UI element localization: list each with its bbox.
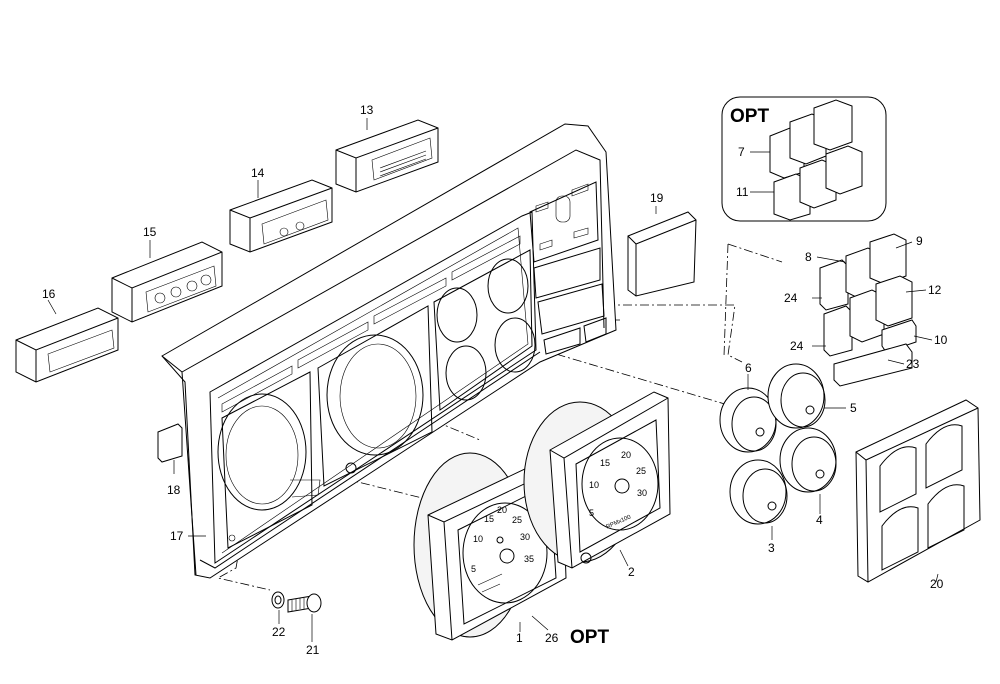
- callout-15: 15: [143, 225, 157, 239]
- gauge-3: [729, 459, 788, 525]
- speedo-tick-25: 25: [512, 515, 522, 525]
- callout-11: 11: [736, 185, 749, 199]
- callout-14: 14: [251, 166, 265, 180]
- callout-3: 3: [768, 541, 775, 555]
- callout-5: 5: [850, 401, 857, 415]
- callout-10: 10: [934, 333, 948, 347]
- gauge-5: [767, 363, 826, 429]
- speedo-tick-35: 35: [524, 554, 534, 564]
- speedo-tick-20: 20: [497, 505, 507, 515]
- gauge-bezel-20: [855, 399, 981, 583]
- callout-18: 18: [167, 483, 181, 497]
- switch-module-13: [335, 119, 439, 193]
- callout-24-lower: 24: [790, 339, 804, 353]
- opt-label-bottom: OPT: [570, 627, 609, 648]
- relay-block: [819, 233, 917, 387]
- tachometer: 5 10 15 20 25 30 RPMx100: [523, 391, 671, 569]
- callout-20: 20: [930, 577, 944, 591]
- callout-4: 4: [816, 513, 823, 527]
- speedo-tick-10: 10: [473, 534, 483, 544]
- callout-13: 13: [360, 103, 374, 117]
- speedo-tick-15: 15: [484, 514, 494, 524]
- cap-18: [157, 423, 183, 463]
- callout-12: 12: [928, 283, 942, 297]
- gauge-6: [719, 387, 777, 453]
- tacho-tick-15: 15: [600, 458, 610, 468]
- callout-26: 26: [545, 631, 559, 645]
- opt-relay-box: [721, 96, 887, 222]
- callout-24-upper: 24: [784, 291, 798, 305]
- callout-22: 22: [272, 625, 286, 639]
- callout-7: 7: [738, 145, 745, 159]
- tacho-tick-30: 30: [637, 488, 647, 498]
- dashboard-panel: [161, 123, 617, 579]
- callout-23: 23: [906, 357, 920, 371]
- cover-pad-19: [627, 211, 697, 297]
- tacho-tick-10: 10: [589, 480, 599, 490]
- callout-6: 6: [745, 361, 752, 375]
- gauge-4: [779, 427, 837, 493]
- callout-2: 2: [628, 565, 635, 579]
- tacho-tick-5: 5: [589, 508, 594, 518]
- callout-8: 8: [805, 250, 812, 264]
- tacho-tick-25: 25: [636, 466, 646, 476]
- callout-1: 1: [516, 631, 523, 645]
- switch-module-14: [229, 179, 333, 253]
- callout-16: 16: [42, 287, 56, 301]
- opt-label-top: OPT: [730, 106, 769, 127]
- speedo-tick-5: 5: [471, 564, 476, 574]
- callout-21: 21: [306, 643, 320, 657]
- switch-module-15: [111, 241, 223, 323]
- callout-9: 9: [916, 234, 923, 248]
- callout-leaders: [47, 118, 939, 642]
- callout-17: 17: [170, 529, 184, 543]
- tacho-tick-20: 20: [621, 450, 631, 460]
- callout-19: 19: [650, 191, 664, 205]
- callout-labels: 13 14 15 16 17 18 19 7 11 8 9 12 24 24 1…: [42, 103, 948, 657]
- screw-21: [287, 593, 322, 613]
- switch-module-16: [15, 307, 119, 383]
- speedo-tick-30: 30: [520, 532, 530, 542]
- washer-22: [271, 591, 285, 609]
